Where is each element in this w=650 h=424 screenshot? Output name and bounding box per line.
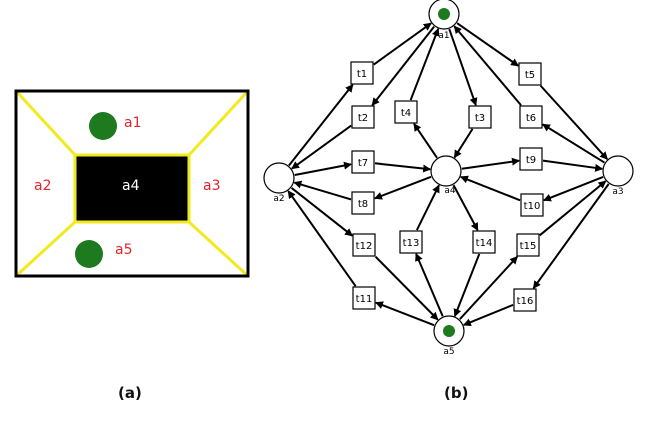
wall-diagonal-top-left bbox=[14, 89, 77, 157]
arc-t2-a2 bbox=[291, 124, 352, 170]
transition-label-t9: t9 bbox=[526, 155, 536, 166]
transition-label-t2: t2 bbox=[358, 113, 368, 124]
transition-t2 bbox=[351, 105, 375, 129]
robot-token-a5 bbox=[75, 240, 103, 268]
wall-diagonal-bottom-left bbox=[14, 220, 77, 278]
arc-t7-a4 bbox=[374, 162, 432, 173]
floor-plan-outer-border bbox=[14, 89, 250, 278]
arc-a1-t3 bbox=[448, 28, 478, 107]
arc-t10-a4 bbox=[459, 175, 521, 202]
arc-a4-t8 bbox=[373, 175, 432, 200]
room-label-a4: a4 bbox=[122, 178, 140, 194]
transition-label-t14: t14 bbox=[476, 238, 493, 249]
room-label-a5: a5 bbox=[115, 242, 133, 258]
room-label-a1: a1 bbox=[124, 115, 142, 131]
transition-label-t12: t12 bbox=[356, 241, 373, 252]
transition-t13 bbox=[399, 230, 423, 254]
arc-a5-t15 bbox=[459, 256, 518, 320]
panel-b-petri-net: t1 t2 t3 t4 t5 t6 t7 t8 t9 t10 t11 t12 t13 t14 t15 t16 a… bbox=[263, 0, 634, 357]
arc-t6-a1 bbox=[453, 25, 522, 106]
arc-t15-a3 bbox=[539, 180, 607, 237]
transition-label-t11: t11 bbox=[356, 294, 373, 305]
transition-label-t7: t7 bbox=[358, 158, 368, 169]
transition-label-t4: t4 bbox=[401, 108, 411, 119]
place-label-a3: a3 bbox=[612, 187, 623, 197]
arc-a3-t6 bbox=[542, 123, 605, 164]
transition-t14 bbox=[472, 230, 496, 254]
arc-a2-t1 bbox=[288, 83, 354, 167]
wall-diagonal-bottom-right bbox=[187, 220, 250, 278]
robot-token-a1 bbox=[89, 112, 117, 140]
transition-t8 bbox=[351, 191, 375, 215]
transition-t5 bbox=[518, 62, 542, 86]
transition-label-t13: t13 bbox=[403, 238, 420, 249]
transition-label-t10: t10 bbox=[524, 201, 541, 212]
arc-a4-t9 bbox=[461, 157, 521, 170]
token-a5 bbox=[443, 325, 455, 337]
transition-t9 bbox=[519, 147, 543, 171]
arc-a1-t5 bbox=[456, 22, 519, 67]
arc-t16-a5 bbox=[462, 303, 514, 327]
transition-t1 bbox=[350, 61, 374, 85]
transition-t7 bbox=[351, 150, 375, 174]
transition-t15 bbox=[516, 233, 540, 257]
arc-a4-t14 bbox=[452, 184, 479, 231]
transition-t12 bbox=[352, 233, 376, 257]
arc-t1-a1 bbox=[373, 22, 432, 66]
place-label-a1: a1 bbox=[438, 31, 449, 41]
place-label-a5: a5 bbox=[443, 347, 454, 357]
transition-label-t6: t6 bbox=[526, 113, 536, 124]
arc-t13-a4 bbox=[415, 184, 440, 231]
arc-a4-t4 bbox=[413, 122, 438, 159]
caption-b: (b) bbox=[444, 384, 468, 402]
arc-t8-a2 bbox=[293, 180, 352, 201]
place-a3 bbox=[602, 155, 634, 187]
room-label-a3: a3 bbox=[203, 178, 221, 194]
panel-a-floor-plan: a1 a2 a3 a4 a5 bbox=[14, 89, 250, 278]
arc-a2-t12 bbox=[290, 187, 353, 237]
arc-t11-a2 bbox=[287, 190, 357, 287]
arc-t14-a5 bbox=[453, 253, 481, 318]
place-label-a4: a4 bbox=[444, 186, 456, 196]
central-room-a4 bbox=[73, 153, 191, 224]
arc-a5-t13 bbox=[415, 252, 444, 317]
transition-label-t8: t8 bbox=[358, 199, 368, 210]
token-a1 bbox=[438, 8, 450, 20]
transition-t4 bbox=[394, 100, 418, 124]
arc-a3-t10 bbox=[542, 175, 604, 202]
caption-a: (a) bbox=[118, 384, 142, 402]
arc-a2-t7 bbox=[294, 161, 353, 176]
arc-t4-a1 bbox=[409, 27, 440, 101]
transition-t11 bbox=[352, 286, 376, 310]
transition-label-t15: t15 bbox=[520, 241, 537, 252]
place-label-a2: a2 bbox=[273, 194, 284, 204]
transition-t3 bbox=[468, 105, 492, 129]
room-label-a2: a2 bbox=[34, 178, 52, 194]
arc-a1-t2 bbox=[371, 25, 435, 106]
arc-t3-a4 bbox=[453, 128, 474, 159]
transition-t16 bbox=[513, 288, 537, 312]
arc-t9-a3 bbox=[542, 159, 604, 172]
transition-t6 bbox=[519, 105, 543, 129]
transition-t10 bbox=[520, 193, 544, 217]
transition-label-t16: t16 bbox=[517, 296, 534, 307]
wall-diagonal-top-right bbox=[187, 89, 250, 157]
arc-t12-a5 bbox=[374, 256, 439, 321]
arc-t5-a3 bbox=[539, 85, 608, 160]
transition-label-t3: t3 bbox=[475, 113, 485, 124]
arc-a5-t11 bbox=[375, 301, 435, 327]
place-a4 bbox=[430, 155, 462, 187]
arc-a3-t16 bbox=[532, 183, 610, 289]
transition-label-t1: t1 bbox=[357, 69, 367, 80]
transition-label-t5: t5 bbox=[525, 70, 535, 81]
place-a2 bbox=[263, 162, 295, 194]
